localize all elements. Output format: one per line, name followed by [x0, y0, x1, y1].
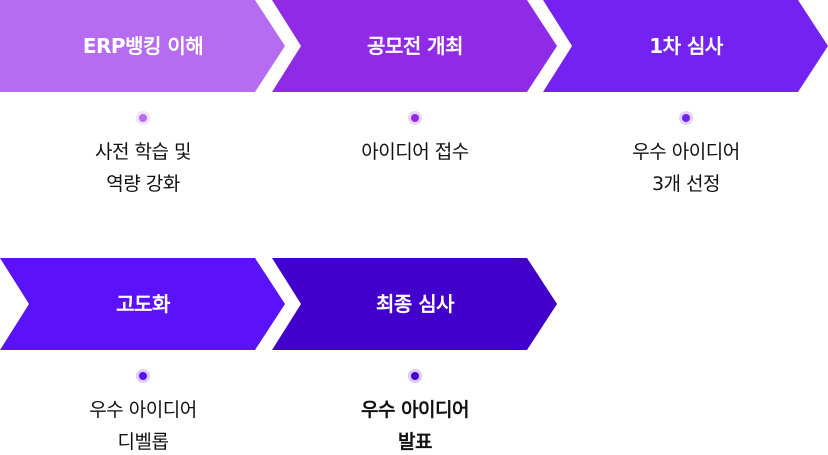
step-2-arrow: 공모전 개최 [272, 0, 558, 92]
step-4-arrow: 고도화 [0, 258, 286, 350]
chevron-shape [0, 0, 285, 92]
chevron-shape [0, 258, 285, 350]
chevron-shape [272, 258, 557, 350]
step-title: 공모전 개최 [367, 34, 463, 58]
description-line: 우수 아이디어 [89, 399, 197, 421]
step-title: 1차 심사 [649, 34, 723, 58]
step-dot [682, 114, 690, 122]
description-line: 디벨롭 [117, 431, 169, 453]
step-dot [139, 372, 147, 380]
chevron-shape [543, 0, 828, 92]
step-description: 우수 아이디어 3개 선정 [566, 136, 806, 200]
step-dot [411, 114, 419, 122]
description-line: 역량 강화 [106, 173, 180, 195]
description-line: 3개 선정 [651, 173, 721, 195]
chevron-shape [272, 0, 557, 92]
description-line: 우수 아이디어 [361, 399, 470, 421]
description-line: 사전 학습 및 [95, 141, 191, 163]
step-3-arrow: 1차 심사 [543, 0, 828, 92]
step-description: 아이디어 접수 [295, 136, 535, 168]
step-5-arrow: 최종 심사 [272, 258, 558, 350]
step-1-arrow: ERP뱅킹 이해 [0, 0, 286, 92]
description-line: 발표 [398, 431, 432, 453]
step-title: 최종 심사 [375, 292, 455, 316]
description-line: 아이디어 접수 [361, 141, 469, 163]
description-line: 우수 아이디어 [632, 141, 740, 163]
step-title: 고도화 [116, 292, 170, 316]
step-dot [411, 372, 419, 380]
step-title: ERP뱅킹 이해 [82, 34, 204, 58]
step-dot [139, 114, 147, 122]
